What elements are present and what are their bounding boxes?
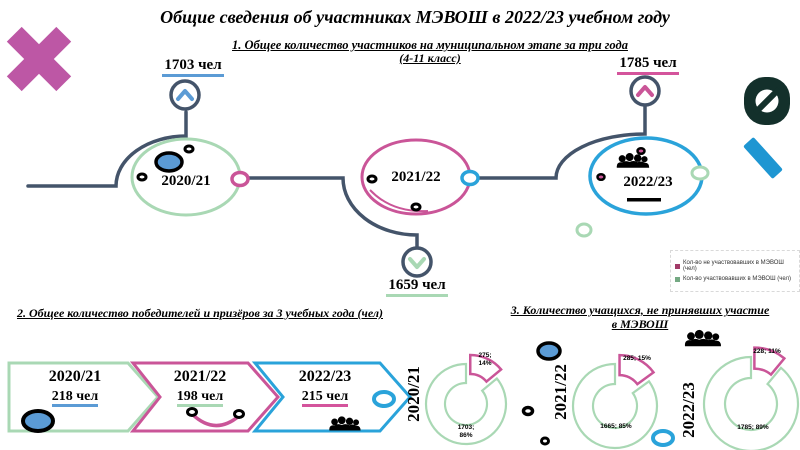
magenta-cross-icon [6,26,72,92]
blue-dot-icon [536,341,562,361]
donut-wedge-label-2022: 228; 11% [753,348,781,355]
donut-year-2022: 2022/23 [679,382,698,438]
donut-ring-label-2021: 1665; 85% [600,423,632,430]
legend-swatch-pink [675,263,680,269]
decor-ring-blue [372,390,396,408]
donut-chart-2020 [424,353,508,446]
donut-ring-participated [424,362,508,446]
section1-heading-sub: (4-11 класс) [399,51,461,65]
donut-wedge-label-2020: 275; 14% [478,352,492,367]
crowd-icon [684,329,721,347]
decor-ring-blue [651,429,675,447]
donut-wedge-not-participated [469,353,503,384]
arrow-year-2020: 2020/21 [48,368,102,385]
inner-arc-decor [369,189,429,213]
donut-chart-2021 [571,353,659,450]
donut-wedge-not-participated [618,353,656,386]
decor-dot [540,436,550,446]
arrow-count-2022: 215 чел [280,389,370,407]
decor-dot [366,174,378,184]
circle-year-2020: 2020/21 [161,173,211,189]
arrow-year-2021: 2021/22 [173,368,227,385]
black-underline-decor [627,198,661,202]
decor-ring-green [575,222,593,238]
donut-year-2021: 2021/22 [551,364,570,420]
donut-year-2020: 2020/21 [404,366,423,422]
chart-legend: Кол-во не участвовавших в МЭВОШ (чел) Ко… [670,250,800,292]
decor-dot [186,407,198,417]
decor-dot [410,202,422,212]
arrow-2022 [251,361,413,433]
donut-wedge-label-2021: 285; 15% [623,355,651,362]
section3-heading: 3. Количество учащихся, не принявших уча… [510,303,770,317]
trend-up-2022-icon [629,75,661,107]
legend-item-not-participated: Кол-во не участвовавших в МЭВОШ (чел) [675,260,799,272]
arrow-count-2020: 218 чел [30,389,120,407]
flow-line-3 [468,104,647,180]
donut-wedge-not-participated [753,346,787,377]
decor-dot [136,172,148,182]
count-2021: 1659 чел [372,277,462,297]
trend-down-2021-icon [401,246,433,278]
decor-dot [521,405,535,417]
no-entry-icon [744,77,790,125]
donut-ring-participated [571,362,659,450]
donut-ring-label-2022: 1785; 89% [737,424,769,431]
section1-heading: 1. Общее количество участников на муници… [232,38,628,52]
section3-heading-line2: в МЭВОШ [611,317,669,331]
circle-year-2021: 2021/22 [391,169,441,185]
decor-dot [183,144,195,154]
decor-dot [596,172,606,182]
blue-dot-icon [21,409,55,433]
count-2020: 1703 чел [148,57,238,77]
donut-chart-2022 [702,346,800,450]
connector-dot-pink [230,170,250,188]
blue-dot-icon [154,151,184,173]
arrow-count-2021: 198 чел [155,389,245,407]
section2-heading: 2. Общее количество победителей и призёр… [16,306,383,320]
legend-swatch-green [675,276,680,282]
flow-line-1 [26,110,188,188]
donut-ring-participated [702,355,800,450]
connector-dot-blue [460,169,480,187]
count-2022: 1785 чел [603,55,693,75]
decor-dot [233,409,245,419]
decor-dot [636,146,646,156]
arrow-year-2022: 2022/23 [298,368,352,385]
trend-up-2020-icon [169,79,201,111]
connector-dot-green [690,165,710,181]
smile-curve-decor [190,412,241,428]
flow-line-2 [238,176,419,251]
legend-item-participated: Кол-во участвовавших в МЭВОШ (чел) [675,276,799,282]
circle-year-2022: 2022/23 [623,174,673,190]
blue-bar-icon [743,137,783,179]
donut-ring-label-2020: 1703; 86% [457,424,475,439]
slide-title: Общие сведения об участниках МЭВОШ в 202… [160,7,670,27]
